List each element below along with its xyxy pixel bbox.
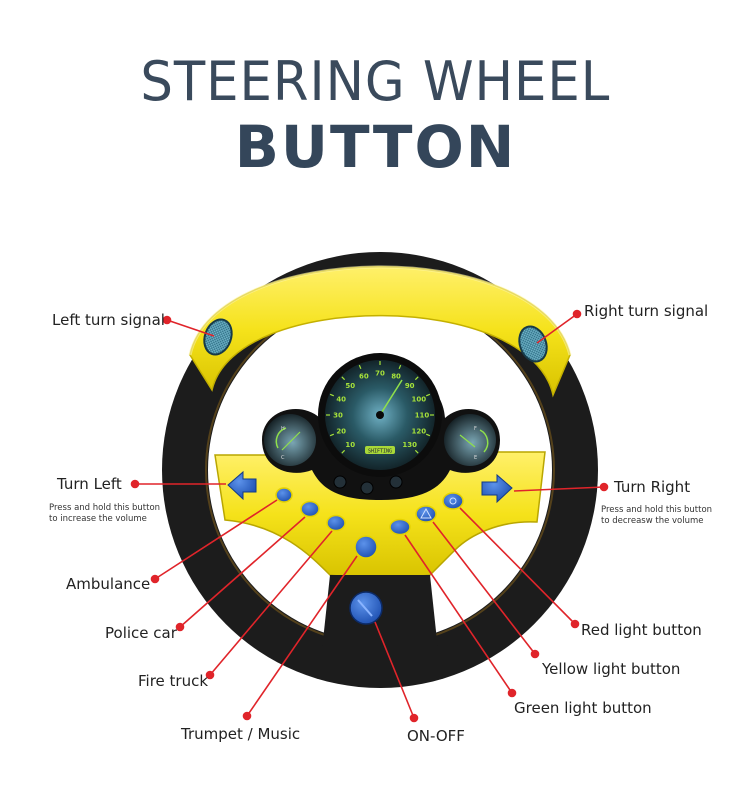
hazard-triangle-icon <box>420 507 432 519</box>
label-ambulance: Ambulance <box>66 575 151 593</box>
right-turn-signal-lamp <box>518 325 548 363</box>
note-turn-left-1: Press and hold this button <box>49 503 161 513</box>
label-right-turn-signal: Right turn signal <box>584 302 709 320</box>
speed-tick-mark <box>341 376 346 381</box>
fire-truck-button[interactable] <box>326 514 346 532</box>
label-trumpet-music: Trumpet / Music <box>181 725 301 743</box>
police-car-button[interactable] <box>300 500 320 518</box>
speed-tick-mark <box>425 433 431 437</box>
note-turn-left-2: to increase the volume <box>49 514 147 524</box>
trumpet-music-button[interactable] <box>354 535 378 559</box>
speed-tick-label: 50 <box>345 382 355 390</box>
speed-tick-label: 90 <box>405 382 415 390</box>
speed-tick-mark <box>329 393 335 397</box>
speed-tick-mark <box>358 364 362 370</box>
speed-tick-label: 20 <box>336 428 346 436</box>
label-fire-truck: Fire truck <box>138 672 209 690</box>
turn-left-button[interactable] <box>227 470 257 501</box>
speed-tick-mark <box>398 364 402 370</box>
label-left-turn-signal: Left turn signal <box>52 311 165 329</box>
speed-tick-label: 10 <box>345 441 355 449</box>
speed-tick-label: 40 <box>336 395 346 403</box>
title-line-1: STEERING WHEEL <box>0 52 751 112</box>
temperature-gauge <box>264 414 316 466</box>
speed-tick-label: 130 <box>402 441 417 449</box>
red-light-button[interactable] <box>442 492 464 510</box>
speed-tick-label: 70 <box>375 370 385 378</box>
speed-tick-mark <box>341 449 346 454</box>
speed-tick-label: 80 <box>391 373 401 381</box>
fuel-gauge <box>444 414 496 466</box>
label-turn-left: Turn Left <box>57 475 122 493</box>
light-icon <box>449 497 457 505</box>
speed-tick-mark <box>425 393 431 397</box>
turn-right-button[interactable] <box>481 473 513 504</box>
callout-lines <box>130 309 609 723</box>
label-turn-right: Turn Right <box>614 478 691 496</box>
speed-tick-label: 30 <box>333 412 343 420</box>
label-yellow-light-button: Yellow light button <box>542 660 681 678</box>
temp-gauge-c: C <box>281 455 285 461</box>
speed-tick-mark <box>414 449 419 454</box>
sound-buttons <box>275 487 464 559</box>
green-light-button[interactable] <box>389 518 411 536</box>
speed-tick-mark <box>414 376 419 381</box>
label-red-light-button: Red light button <box>581 621 702 639</box>
note-turn-right-2: to decreasw the volume <box>601 516 704 526</box>
speed-tick-mark <box>329 433 335 437</box>
speed-tick-label: 60 <box>359 373 369 381</box>
title-line-1-text: STEERING WHEEL <box>140 50 611 113</box>
fuel-gauge-e: E <box>474 455 477 461</box>
speed-tick-label: 110 <box>415 412 430 420</box>
label-green-light-button: Green light button <box>514 699 652 717</box>
fuel-gauge-f: F <box>474 426 477 432</box>
speedometer-needle <box>379 379 403 416</box>
ambulance-button[interactable] <box>275 487 293 503</box>
speed-tick-label: 120 <box>411 428 426 436</box>
speedometer-badge: SHIFTING <box>368 449 392 455</box>
temp-gauge-h: H <box>281 426 285 432</box>
speed-tick-label: 100 <box>411 395 426 403</box>
title-line-2: BUTTON <box>234 113 517 181</box>
label-on-off: ON-OFF <box>407 727 465 745</box>
label-police-car: Police car <box>105 624 177 642</box>
note-turn-right-1: Press and hold this button <box>601 505 713 515</box>
dashboard-cluster: SHIFTING H C F E 10 20 30 40 50 60 70 80 90 100 11… <box>262 353 500 500</box>
